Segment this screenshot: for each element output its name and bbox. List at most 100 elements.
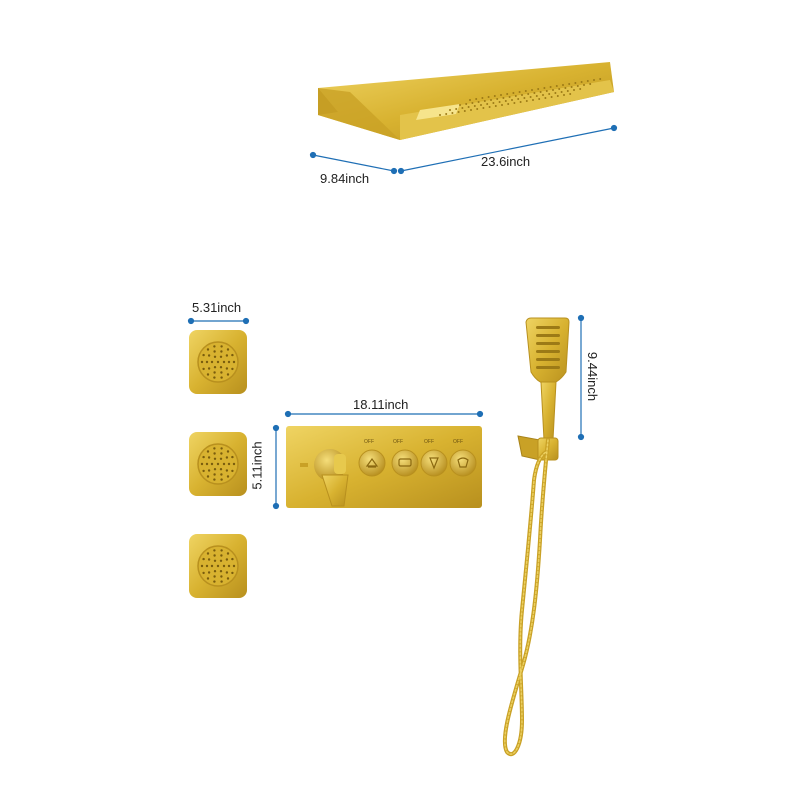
jet-nozzle-dot — [220, 345, 223, 348]
hand-shower-height-label: 9.44inch — [585, 351, 601, 402]
valve-lever-handle — [314, 449, 349, 507]
jet-nozzle-dot — [206, 475, 210, 478]
jet-nozzle-dot — [226, 552, 230, 555]
jet-nozzle-dot — [207, 367, 211, 370]
jet-nozzle-dot — [216, 360, 220, 364]
jet-nozzle-dot — [219, 570, 223, 573]
jet-nozzle-dot — [216, 564, 220, 568]
rain-nozzle-dot — [502, 97, 505, 99]
rain-nozzle-dot — [476, 108, 479, 110]
jet-nozzle-dot — [226, 373, 230, 376]
jet-nozzle-dot — [213, 478, 216, 481]
rain-nozzle-dot — [483, 100, 486, 102]
body-jet-nozzles — [200, 447, 236, 481]
rain-nozzle-dot — [569, 93, 572, 95]
rain-nozzle-dot — [570, 86, 573, 88]
jet-nozzle-dot — [231, 353, 234, 357]
jet-nozzle-dot — [207, 558, 211, 561]
rain-nozzle-dot — [519, 101, 522, 103]
hand-shower — [502, 317, 570, 756]
jet-nozzle-dot — [222, 564, 226, 568]
hand-shower-spray-slots — [536, 326, 560, 369]
rain-nozzle-dot — [480, 104, 482, 106]
jet-nozzle-dot — [213, 570, 217, 573]
rain-nozzle-dot — [465, 103, 468, 105]
jet-nozzle-dot — [213, 350, 216, 353]
jet-nozzle-dot — [213, 457, 217, 460]
jet-nozzle-dot — [200, 462, 204, 466]
jet-nozzle-dot — [226, 577, 230, 580]
rain-nozzle-dot — [550, 96, 553, 98]
rain-nozzle-dot — [555, 85, 558, 87]
rain-nozzle-dot — [554, 92, 557, 94]
rain-nozzle-dot — [566, 90, 569, 92]
jet-nozzle-dot — [202, 571, 205, 575]
spray-slot — [536, 326, 560, 329]
jet-nozzle-dot — [207, 456, 211, 459]
rain-head-depth-label: 9.84inch — [320, 171, 370, 186]
jet-nozzle-dot — [227, 564, 231, 568]
valve-off-label-4: OFF — [453, 439, 463, 445]
jet-nozzle-dot — [205, 462, 209, 466]
jet-nozzle-dot — [231, 557, 234, 561]
jet-nozzle-dot — [219, 355, 223, 358]
spray-slot — [536, 350, 560, 353]
rain-nozzle-dot — [552, 89, 554, 91]
jet-nozzle-dot — [206, 450, 210, 453]
rain-nozzle-dot — [500, 94, 502, 96]
rain-nozzle-dot — [539, 91, 542, 93]
jet-nozzle-dot — [226, 450, 230, 453]
spray-slot — [536, 366, 560, 369]
jet-nozzle-dot — [207, 354, 211, 357]
rain-nozzle-dot — [475, 98, 478, 100]
rain-head-nozzles — [439, 78, 602, 116]
jet-nozzle-dot — [206, 348, 210, 351]
body-jet-nozzles — [200, 549, 236, 583]
rain-nozzle-dot — [537, 88, 540, 90]
jet-nozzle-dot — [231, 455, 234, 459]
jet-nozzle-dot — [225, 558, 229, 561]
jet-nozzle-dot — [220, 371, 223, 374]
rain-nozzle-dot — [580, 81, 583, 83]
jet-nozzle-dot — [206, 552, 210, 555]
jet-nozzle-dot — [213, 371, 216, 374]
jet-nozzle-dot — [210, 360, 214, 364]
jet-nozzle-dot — [220, 452, 223, 455]
jet-nozzle-dot — [226, 475, 230, 478]
jet-nozzle-dot — [222, 462, 226, 466]
jet-nozzle-dot — [213, 473, 216, 476]
jet-nozzle-dot — [232, 564, 236, 568]
rain-nozzle-dot — [543, 87, 546, 89]
rain-nozzle-dot — [564, 87, 567, 89]
rain-nozzle-dot — [532, 99, 534, 101]
rain-nozzle-dot — [471, 102, 474, 104]
rain-nozzle-dot — [599, 78, 602, 80]
jet-nozzle-dot — [213, 376, 216, 379]
jet-nozzle-dot — [220, 376, 223, 379]
rain-nozzle-dot — [542, 94, 544, 96]
rain-nozzle-dot — [439, 114, 441, 116]
dimension-lines — [187, 124, 618, 510]
jet-nozzle-dot — [232, 360, 236, 364]
rain-nozzle-dot — [527, 93, 530, 95]
jet-nozzle-dot — [219, 366, 223, 369]
rain-nozzle-dot — [461, 107, 464, 109]
spray-slot — [536, 334, 560, 337]
jet-nozzle-dot — [220, 580, 223, 583]
rain-nozzle-dot — [501, 104, 503, 106]
rain-nozzle-dot — [556, 95, 559, 97]
jet-nozzle-dot — [220, 473, 223, 476]
rain-nozzle-dot — [523, 97, 526, 99]
valve-off-label-3: OFF — [424, 439, 434, 445]
valve-panel-height-label: 5.11inch — [249, 441, 265, 490]
jet-nozzle-dot — [202, 557, 205, 561]
rain-nozzle-dot — [521, 94, 523, 96]
jet-nozzle-dot — [225, 469, 229, 472]
rain-nozzle-dot — [558, 88, 561, 90]
rain-nozzle-dot — [563, 94, 565, 96]
jet-nozzle-dot — [207, 571, 211, 574]
jet-nozzle-dot — [225, 354, 229, 357]
jet-nozzle-dot — [220, 575, 223, 578]
jet-nozzle-dot — [207, 469, 211, 472]
rain-nozzle-dot — [562, 84, 564, 86]
